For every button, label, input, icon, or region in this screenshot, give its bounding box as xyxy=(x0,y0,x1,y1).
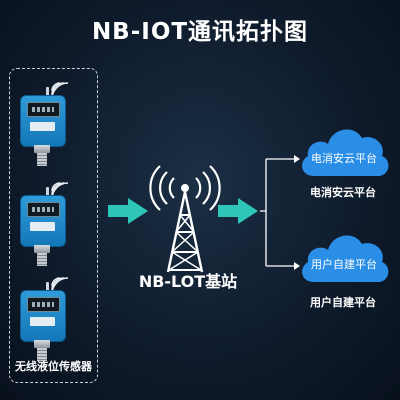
level-sensor-device xyxy=(20,272,86,364)
cloud-icon xyxy=(302,129,389,176)
arrow-right-icon xyxy=(218,198,258,224)
cloud-platform-2: 用户自建平台 xyxy=(296,224,392,286)
arrow-right-icon xyxy=(108,198,148,224)
cloud-platform-1: 电消安云平台 xyxy=(296,118,392,180)
sensor-group: 无线液位传感器 xyxy=(9,68,98,383)
wireless-signal-icon xyxy=(51,277,69,292)
cloud-platform-2-text: 用户自建平台 xyxy=(311,258,377,271)
cloud-platform-1-caption: 电消安云平台 xyxy=(310,186,376,199)
cloud-platform-1-text: 电消安云平台 xyxy=(311,152,377,165)
level-sensor-device xyxy=(20,77,86,169)
cloud-platform-2-caption: 用户自建平台 xyxy=(310,296,376,309)
branch-connector xyxy=(260,155,300,270)
page-title: NB-IOT通讯拓扑图 xyxy=(91,19,309,45)
tower-label: NB-LOT基站 xyxy=(138,272,238,291)
level-sensor-device xyxy=(20,177,86,269)
cell-tower-icon xyxy=(149,165,221,273)
wireless-signal-icon xyxy=(51,182,69,197)
sensor-group-label: 无线液位传感器 xyxy=(15,360,92,373)
wireless-signal-icon xyxy=(51,82,69,97)
cloud-icon xyxy=(302,235,389,282)
